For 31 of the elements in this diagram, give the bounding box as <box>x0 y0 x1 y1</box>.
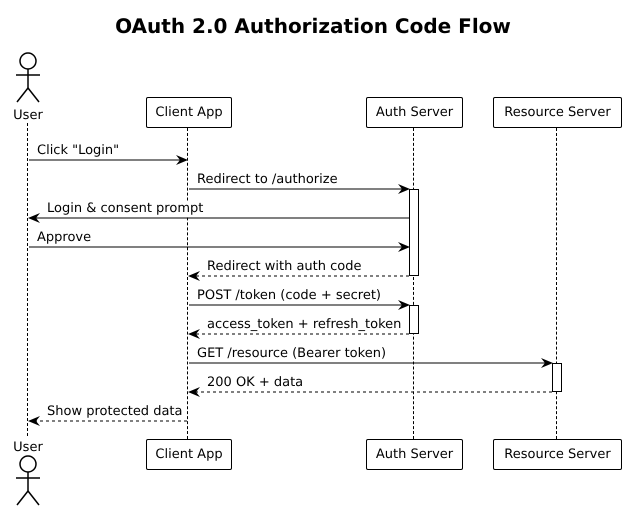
activation-bar <box>409 189 419 276</box>
message-arrow <box>28 155 188 165</box>
message-label: Login & consent prompt <box>46 201 204 216</box>
participant-box: Auth Server <box>366 439 463 470</box>
actor-label: User <box>13 440 43 455</box>
message-arrow <box>188 271 410 281</box>
participant-box: Client App <box>146 97 232 128</box>
message-label: GET /resource (Bearer token) <box>196 346 388 361</box>
message-arrow <box>188 387 552 397</box>
message-label: Approve <box>36 230 92 245</box>
diagram-title: OAuth 2.0 Authorization Code Flow <box>114 14 512 38</box>
message-arrow <box>28 213 410 223</box>
message-label: Show protected data <box>46 404 184 419</box>
message-arrow <box>28 242 410 252</box>
message-arrow <box>188 184 410 194</box>
message-arrow <box>188 329 410 339</box>
message-label: Click "Login" <box>36 143 120 158</box>
actor-label: User <box>13 108 43 123</box>
participant-box: Client App <box>146 439 232 470</box>
lifeline <box>27 123 29 436</box>
message-arrow <box>188 358 553 368</box>
participant-box: Auth Server <box>366 97 463 128</box>
message-label: Redirect to /authorize <box>196 172 339 187</box>
message-label: POST /token (code + secret) <box>196 288 382 303</box>
participant-box: Resource Server <box>493 97 622 128</box>
message-label: access_token + refresh_token <box>206 317 402 332</box>
message-arrow <box>188 300 410 310</box>
participant-box: Resource Server <box>493 439 622 470</box>
message-arrow <box>28 416 188 426</box>
activation-bar <box>552 363 562 392</box>
activation-bar <box>409 305 419 334</box>
